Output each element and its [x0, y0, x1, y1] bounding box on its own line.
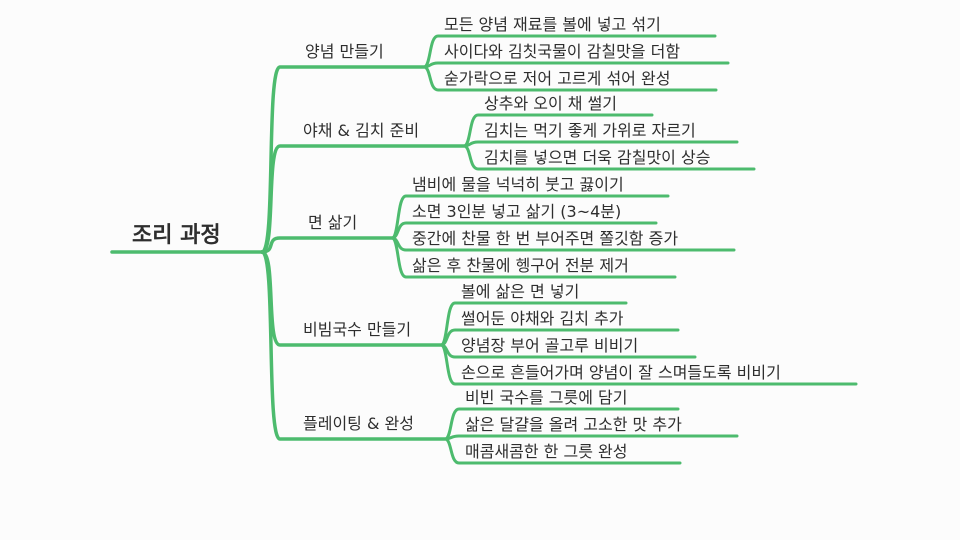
leaf-label: 삶은 달걀을 올려 고소한 맛 추가: [465, 415, 682, 434]
branch-label: 면 삶기: [308, 213, 357, 232]
branch-label: 플레이팅 & 완성: [303, 414, 414, 433]
branch-node: 플레이팅 & 완성: [303, 414, 414, 433]
leaf-label: 냄비에 물을 넉넉히 붓고 끓이기: [412, 175, 624, 194]
branch-node: 비빔국수 만들기: [303, 320, 411, 339]
root-to-branch-edge: [260, 250, 447, 441]
leaf-label: 중간에 찬물 한 번 부어주면 쫄깃함 증가: [412, 229, 678, 248]
branch-to-leaf-edge: [439, 343, 858, 386]
branch-to-leaf-edge: [422, 61, 730, 69]
leaf-label: 썰어둔 야채와 김치 추가: [461, 309, 624, 328]
branch-to-leaf-edge: [462, 144, 756, 171]
leaf-label: 김치를 넣으면 더욱 감칠맛이 상승: [484, 148, 710, 167]
branch-to-leaf-edge: [422, 65, 718, 92]
root-to-branch-edge: [260, 236, 394, 254]
branch-node: 면 삶기: [308, 213, 357, 232]
branch-to-leaf-edge: [390, 236, 677, 279]
leaf-label: 모든 양념 재료를 볼에 넣고 섞기: [444, 15, 661, 34]
branch-to-leaf-edge: [462, 140, 739, 148]
branch-to-leaf-edge: [443, 437, 682, 465]
mindmap-edges: [260, 34, 858, 465]
leaf-label: 손으로 흔들어가며 양념이 잘 스며들도록 비비기: [461, 363, 781, 382]
branch-node: 양념 만들기: [305, 42, 384, 61]
leaf-label: 상추와 오이 채 썰기: [484, 94, 617, 113]
root-to-branch-edge: [260, 144, 466, 254]
root-node: 조리 과정: [110, 223, 264, 254]
branch-to-leaf-edge: [443, 434, 739, 441]
branch-label: 비빔국수 만들기: [303, 320, 411, 339]
leaf-label: 양념장 부어 골고루 비비기: [461, 336, 638, 355]
leaf-label: 삶은 후 찬물에 헹구어 전분 제거: [412, 256, 629, 275]
branch-label: 양념 만들기: [305, 42, 384, 61]
leaf-label: 소면 3인분 넣고 삶기 (3~4분): [412, 202, 621, 221]
leaf-label: 매콤새콤한 한 그릇 완성: [465, 442, 627, 461]
leaf-label: 사이다와 김칫국물이 감칠맛을 더함: [444, 42, 680, 61]
root-label: 조리 과정: [132, 223, 221, 248]
leaf-label: 김치는 먹기 좋게 가위로 자르기: [484, 121, 696, 140]
leaf-label: 비빈 국수를 그릇에 담기: [465, 388, 627, 407]
leaf-label: 볼에 삶은 면 넣기: [461, 282, 579, 301]
branch-label: 야채 & 김치 준비: [303, 121, 419, 140]
leaf-label: 숟가락으로 저어 고르게 섞어 완성: [444, 69, 670, 88]
branch-node: 야채 & 김치 준비: [303, 121, 419, 140]
